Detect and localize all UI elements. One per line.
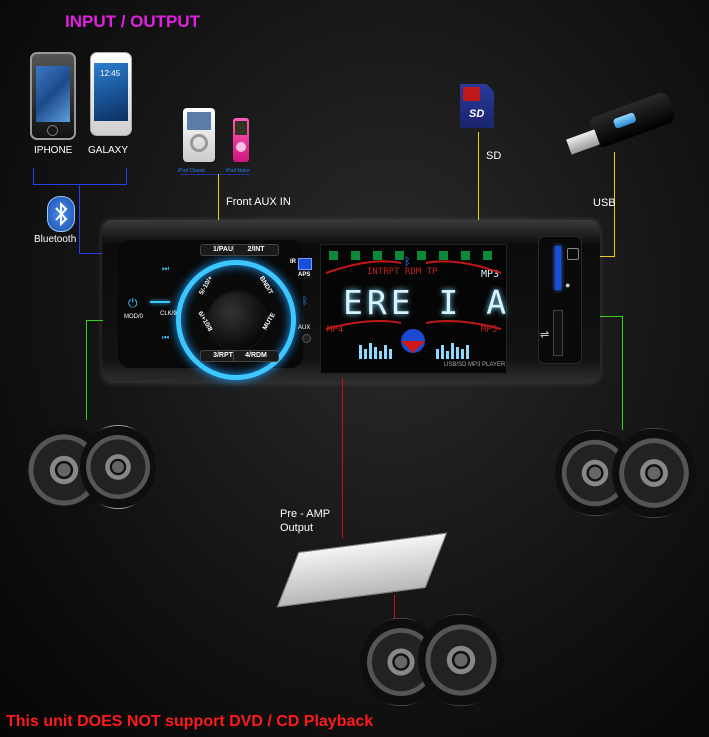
pre-amp-label-1: Pre - AMP xyxy=(280,508,331,520)
aux-jack[interactable] xyxy=(302,334,311,343)
ipod-nano-image xyxy=(233,118,249,162)
display-left-tag: MP4 xyxy=(327,325,344,335)
usb-label: USB xyxy=(593,197,616,209)
model-text: USB/SD MP3 PLAYER xyxy=(444,362,506,368)
int-button[interactable]: 2/INT xyxy=(233,244,279,256)
rdm-button[interactable]: 4/RDM xyxy=(233,350,279,362)
speaker-front-right-2 xyxy=(612,428,696,518)
sd-label: SD xyxy=(486,150,502,162)
sd-slot[interactable] xyxy=(555,246,561,290)
aux-label: AUX xyxy=(298,325,311,331)
bluetooth-icon xyxy=(47,196,75,232)
bluetooth-small-icon: ᛒ xyxy=(302,296,308,307)
home-button-icon xyxy=(47,125,58,136)
warning-text: This unit DOES NOT support DVD / CD Play… xyxy=(6,713,374,730)
clk-label: CLK/9 xyxy=(160,311,177,317)
speaker-front-left-2 xyxy=(80,425,156,509)
aps-button[interactable] xyxy=(298,258,312,270)
pre-amp-label-2: Output xyxy=(280,522,314,534)
power-icon[interactable]: ⏻ xyxy=(128,296,138,310)
galaxy-phone-image: 12:45 xyxy=(90,52,132,136)
ipod-classic-image xyxy=(183,108,215,162)
amplifier-image xyxy=(276,532,448,608)
volume-knob[interactable] xyxy=(206,290,268,352)
display-mode-row: INTRPT RDM TP xyxy=(367,267,438,277)
iphone-label: IPHONE xyxy=(34,145,73,156)
click-wheel-icon xyxy=(190,134,208,152)
bluetooth-label: Bluetooth xyxy=(34,234,77,245)
galaxy-label: GALAXY xyxy=(88,145,129,156)
usb-port-icon: ⇌ xyxy=(540,329,550,341)
segment-display-text: ERE I A xyxy=(343,283,511,322)
prev-track-icon[interactable]: ⏮ xyxy=(162,333,170,342)
ir-label: IR xyxy=(290,259,296,265)
speaker-rear-2 xyxy=(418,614,504,706)
galaxy-screen: 12:45 xyxy=(94,63,128,121)
display-format: MP3 xyxy=(481,269,500,280)
usb-stick-image xyxy=(587,90,677,150)
lcd-display: INTRPT RDM TP MP3 MP4 MP5 xyxy=(320,244,507,374)
sd-card-image: SD xyxy=(460,84,494,128)
front-aux-label: Front AUX IN xyxy=(226,196,291,208)
mic-icon: ● xyxy=(565,280,571,290)
usb-plug-image xyxy=(566,129,600,155)
display-arcs xyxy=(325,260,502,359)
iphone-screen xyxy=(36,66,70,122)
sd-card-text: SD xyxy=(469,108,485,120)
usb-port[interactable] xyxy=(553,310,563,356)
display-bluetooth-icon: ᛒ xyxy=(404,256,411,268)
iphone-image xyxy=(30,52,76,140)
display-right-tag: MP5 xyxy=(481,325,498,335)
ipod-nano-label: iPod Nano xyxy=(226,168,250,174)
galaxy-clock: 12:45 xyxy=(100,69,121,78)
aps-label: APS xyxy=(298,272,311,278)
eject-button[interactable] xyxy=(567,248,579,260)
page-title: INPUT / OUTPUT xyxy=(65,12,201,31)
ipod-classic-label: iPod Classic xyxy=(178,168,206,174)
mod-label: MOD/0 xyxy=(124,314,144,320)
next-track-icon[interactable]: ⏭ xyxy=(162,264,170,273)
